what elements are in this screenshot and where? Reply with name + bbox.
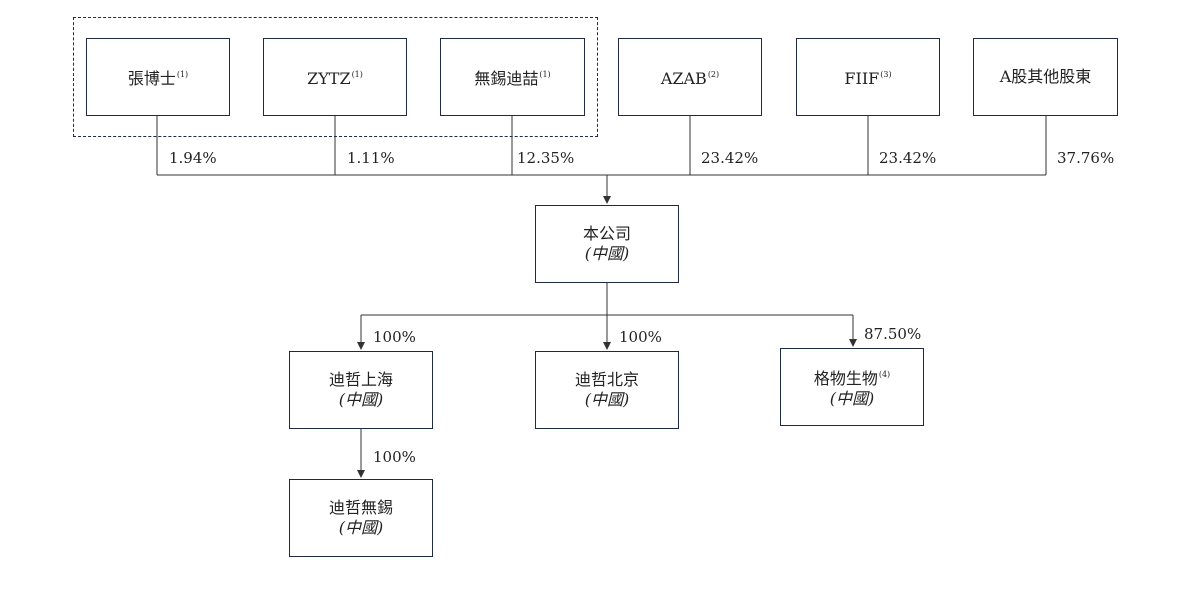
shareholding-pct-dr-zhang: 1.94% — [169, 149, 217, 167]
subsidiary-jurisdiction: (中國) — [338, 518, 384, 537]
subsidiary-jurisdiction: (中國) — [338, 390, 384, 409]
ownership-pct-dizhe-beijing: 100% — [619, 328, 662, 346]
subsidiary-box-dizhe-beijing: 迪哲北京 (中國) — [535, 351, 679, 429]
shareholder-box-fiif: FIIF(3) — [796, 38, 940, 116]
subsidiary-jurisdiction: (中國) — [584, 390, 630, 409]
shareholding-pct-fiif: 23.42% — [879, 149, 937, 167]
shareholding-pct-other-a-share: 37.76% — [1057, 149, 1115, 167]
subsidiary-box-dizhe-wuxi: 迪哲無錫 (中國) — [289, 479, 433, 557]
shareholder-box-wuxi-dizhe: 無錫迪喆(1) — [440, 38, 585, 116]
shareholder-box-zytz: ZYTZ(1) — [263, 38, 407, 116]
company-box: 本公司 (中國) — [535, 205, 679, 283]
shareholder-name: ZYTZ(1) — [307, 69, 363, 88]
shareholder-box-other-a-share: A股其他股東 — [973, 38, 1118, 116]
shareholder-name: A股其他股東 — [999, 67, 1092, 86]
ownership-pct-dizhe-wuxi: 100% — [373, 448, 416, 466]
company-name: 本公司 — [582, 224, 631, 243]
subsidiary-name: 迪哲上海 — [328, 370, 393, 389]
shareholder-name: FIIF(3) — [844, 69, 892, 88]
shareholder-box-dr-zhang: 張博士(1) — [86, 38, 230, 116]
shareholding-pct-wuxi-dizhe: 12.35% — [517, 149, 575, 167]
shareholder-name: AZAB(2) — [660, 69, 720, 88]
subsidiary-jurisdiction: (中國) — [829, 389, 875, 408]
subsidiary-name: 格物生物(4) — [813, 369, 891, 388]
shareholding-pct-zytz: 1.11% — [347, 149, 395, 167]
company-jurisdiction: (中國) — [584, 244, 630, 263]
ownership-pct-gewu-bio: 87.50% — [864, 325, 922, 343]
subsidiary-box-dizhe-shanghai: 迪哲上海 (中國) — [289, 351, 433, 429]
subsidiary-name: 迪哲無錫 — [328, 498, 393, 517]
concert-party-group — [73, 17, 598, 137]
subsidiary-name: 迪哲北京 — [574, 370, 639, 389]
shareholding-pct-azab: 23.42% — [701, 149, 759, 167]
shareholder-box-azab: AZAB(2) — [618, 38, 762, 116]
shareholder-name: 張博士(1) — [127, 69, 189, 88]
ownership-pct-dizhe-shanghai: 100% — [373, 328, 416, 346]
subsidiary-box-gewu-bio: 格物生物(4) (中國) — [780, 348, 924, 426]
shareholder-name: 無錫迪喆(1) — [474, 69, 551, 88]
